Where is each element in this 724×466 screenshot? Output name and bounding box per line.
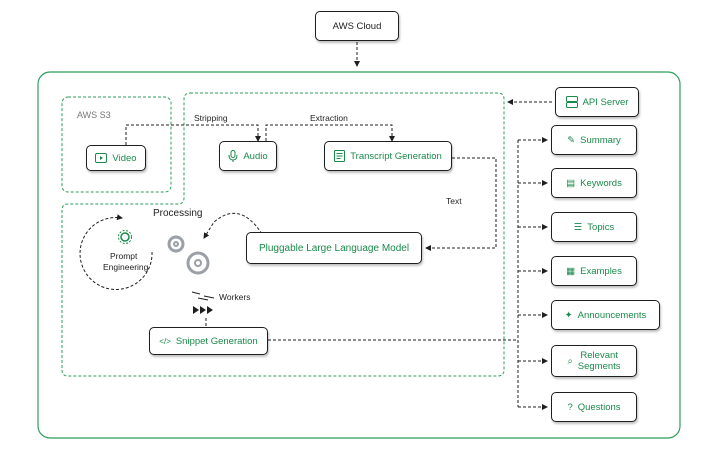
workers-icon <box>191 291 215 314</box>
stripping-arrow <box>125 124 261 145</box>
api-server-label: API Server <box>582 96 629 108</box>
summary-icon: ✎ <box>567 134 576 146</box>
processing-frame <box>61 92 505 377</box>
s3-label: AWS S3 <box>77 110 111 120</box>
prompt-engineering-icon <box>117 229 133 245</box>
prompt-engineering-label-1: Prompt <box>110 251 138 261</box>
extraction-arrow <box>265 124 395 142</box>
prompt-cycle <box>79 214 153 290</box>
audio-node: Audio <box>219 141 277 171</box>
video-icon <box>95 153 108 163</box>
keywords-label: Keywords <box>580 177 622 189</box>
questions-label: Questions <box>577 401 621 413</box>
transcript-label: Transcript Generation <box>350 150 442 162</box>
topics-label: Topics <box>587 221 615 233</box>
llm-label: Pluggable Large Language Model <box>258 242 410 254</box>
server-icon <box>565 96 578 108</box>
microphone-icon <box>228 150 238 162</box>
aws-cloud-frame <box>37 71 681 439</box>
code-icon: </> <box>159 336 171 346</box>
video-label: Video <box>112 152 137 164</box>
llm-node: Pluggable Large Language Model <box>246 232 422 264</box>
audio-label: Audio <box>243 150 268 162</box>
questions-icon: ? <box>567 401 573 413</box>
announcements-label: Announcements <box>577 309 647 321</box>
announcements-icon: ✦ <box>564 309 573 321</box>
keywords-icon: ▤ <box>566 177 576 189</box>
relevant-segments-icon: ⌕ <box>567 355 573 367</box>
aws-cloud-label: AWS Cloud <box>332 20 382 32</box>
api-server-node: API Server <box>555 87 639 117</box>
examples-node: ▦ Examples <box>551 256 637 286</box>
summary-label: Summary <box>580 134 621 146</box>
snippet-node: </> Snippet Generation <box>149 327 268 355</box>
relevant-segments-node: ⌕ Relevant Segments <box>551 345 637 377</box>
snippet-label: Snippet Generation <box>175 335 258 347</box>
aws-cloud-box: AWS Cloud <box>315 11 399 41</box>
transcript-node: Transcript Generation <box>324 141 452 171</box>
questions-node: ? Questions <box>551 392 637 422</box>
video-node: Video <box>86 145 146 171</box>
topics-node: ☰ Topics <box>551 212 637 242</box>
workers-label: Workers <box>219 292 251 302</box>
text-arrow <box>425 157 497 251</box>
transcript-icon <box>334 150 346 162</box>
relevant-label: Relevant <box>580 350 618 361</box>
topics-icon: ☰ <box>573 221 583 233</box>
stripping-label: Stripping <box>194 113 228 123</box>
gear-icon <box>167 235 210 275</box>
announcements-node: ✦ Announcements <box>551 300 660 330</box>
text-label: Text <box>446 196 462 206</box>
examples-label: Examples <box>580 265 622 277</box>
examples-icon: ▦ <box>566 265 576 277</box>
s3-frame <box>61 96 172 193</box>
keywords-node: ▤ Keywords <box>551 168 637 198</box>
extraction-label: Extraction <box>310 113 348 123</box>
processing-label: Processing <box>153 208 203 219</box>
segments-label: Segments <box>577 361 621 372</box>
prompt-engineering-label-2: Engineering <box>103 262 149 272</box>
output-branches <box>518 137 548 410</box>
summary-node: ✎ Summary <box>551 125 637 155</box>
